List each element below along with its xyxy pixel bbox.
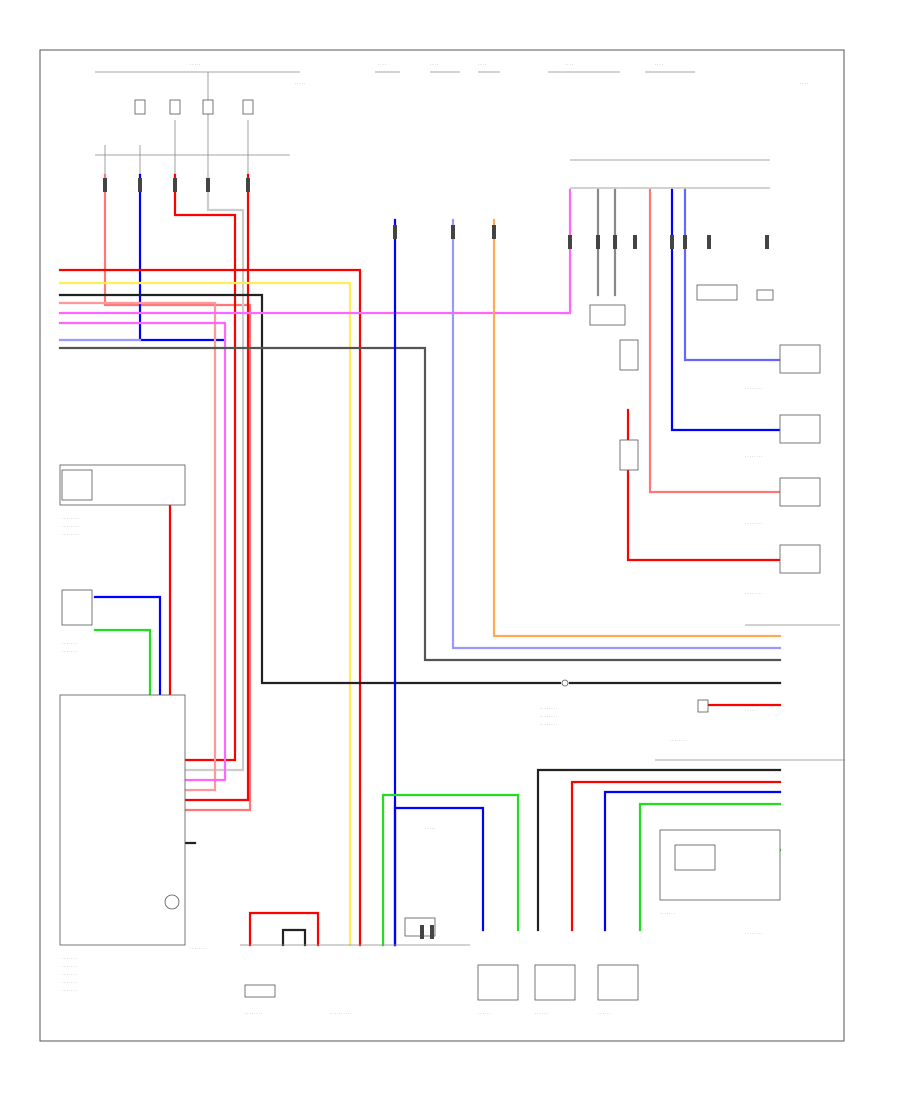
svg-text:·: · xyxy=(46,339,47,343)
wire-black-harness xyxy=(281,928,307,947)
svg-text:· · · · · ·: · · · · · · xyxy=(478,1012,491,1016)
svg-text:·: · xyxy=(46,312,47,316)
lower-mid-connector: · · · · · · · · · · · · · · · · · · · · … xyxy=(240,827,470,1016)
svg-text:·: · xyxy=(46,322,47,326)
svg-text:· · · · · · · ·: · · · · · · · · xyxy=(745,932,762,936)
switch-box-mid xyxy=(61,589,93,626)
svg-text:· · · · · · · ·: · · · · · · · · xyxy=(62,517,79,521)
mid-module: · · · · · · · · · · · · · · · · · · · · … xyxy=(540,679,845,761)
switch-icon xyxy=(779,344,821,374)
svg-text:· · · · · ·: · · · · · · xyxy=(535,1012,548,1016)
svg-text:· · · · · · · ·: · · · · · · · · xyxy=(62,533,79,537)
svg-text:· · · · · · ·: · · · · · · · xyxy=(62,957,77,961)
svg-text:· · · · · · · ·: · · · · · · · · xyxy=(62,525,79,529)
svg-text:· · · · · · ·: · · · · · · · xyxy=(62,973,77,977)
lower-right-motors: · · · · · · · · · · · · · · · · · · · · … xyxy=(477,829,781,1016)
connector-icon xyxy=(619,339,639,371)
svg-text:· · · ·: · · · · xyxy=(378,63,386,67)
wire-black-lr xyxy=(536,768,782,932)
svg-text:· · · · · · · ·: · · · · · · · · xyxy=(745,522,762,526)
svg-text:· · · · ·: · · · · · xyxy=(190,63,200,67)
svg-text:· · · · · · · ·: · · · · · · · · xyxy=(190,947,207,951)
svg-text:· · · ·: · · · · xyxy=(800,82,808,86)
svg-text:· · · · · · · ·: · · · · · · · · xyxy=(540,707,557,711)
svg-text:·: · xyxy=(46,294,47,298)
wire-red-harness xyxy=(248,911,320,947)
svg-text:·: · xyxy=(46,269,47,273)
diagram-border xyxy=(39,49,845,1042)
svg-text:· · · · · ·: · · · · · · xyxy=(598,1012,611,1016)
motor-icon xyxy=(164,894,180,910)
svg-text:· · · · · · ·: · · · · · · · xyxy=(62,642,77,646)
wire-blue-lr xyxy=(603,790,782,932)
top-fuse-area: · · · · · · · · · · · · · · · · · · · · … xyxy=(95,63,808,189)
svg-text:· · · · · · ·: · · · · · · · xyxy=(660,912,675,916)
wire-blue-harness xyxy=(393,806,485,947)
connector-ticks xyxy=(103,178,769,249)
right-switches: · · · · · · · · · · · · · · · · · · · · … xyxy=(589,284,840,626)
svg-text:· · · · · · ·: · · · · · · · xyxy=(62,650,77,654)
svg-text:· · · ·: · · · · xyxy=(478,63,486,67)
wire-black-h xyxy=(58,293,562,685)
svg-text:· · · · · · · ·: · · · · · · · · xyxy=(745,387,762,391)
svg-text:· · · ·: · · · · xyxy=(430,63,438,67)
svg-text:· · · · · · ·: · · · · · · · xyxy=(62,981,77,985)
svg-text:· · · · ·: · · · · · xyxy=(295,82,305,86)
wire-yellow-h xyxy=(58,281,352,947)
wire-lightblue-right xyxy=(683,188,782,362)
svg-text:· · · · ·: · · · · · xyxy=(425,827,435,831)
left-pin-marks: · · · · · · · · xyxy=(46,269,47,351)
svg-text:· · · ·: · · · · xyxy=(655,63,663,67)
svg-text:· · · ·: · · · · xyxy=(565,63,573,67)
control-module-left xyxy=(59,694,186,946)
svg-text:· · · · · · · ·: · · · · · · · · xyxy=(670,739,687,743)
wire-blue-1 xyxy=(138,173,227,342)
top-left-fuses xyxy=(104,72,254,190)
svg-text:·: · xyxy=(46,282,47,286)
svg-text:· · · · · · · ·: · · · · · · · · xyxy=(245,1012,262,1016)
wire-green-lr xyxy=(638,802,782,932)
wire-gray-1 xyxy=(93,173,245,772)
svg-text:· · · · · · · ·: · · · · · · · · xyxy=(745,592,762,596)
svg-text:·: · xyxy=(46,302,47,306)
svg-text:· · · · · · ·: · · · · · · · xyxy=(62,989,77,993)
wire-red-right xyxy=(648,188,782,494)
left-switch-assembly: · · · · · · · · · · · · · · · · · · · · … xyxy=(59,464,207,993)
wire-gray-h xyxy=(58,346,782,662)
ground-icon xyxy=(756,289,774,301)
wire-red-2 xyxy=(93,173,237,762)
wire-red-1 xyxy=(93,173,252,812)
svg-text:· · · · · · · ·: · · · · · · · · xyxy=(540,723,557,727)
svg-text:· · · · · · · · · ·: · · · · · · · · · · xyxy=(330,1012,352,1016)
svg-text:· · · · · · · ·: · · · · · · · · xyxy=(745,455,762,459)
svg-text:· · · · · ·: · · · · · · xyxy=(745,709,758,713)
wire-pink-h xyxy=(58,188,572,315)
wire-red-lr xyxy=(570,780,782,932)
wire-red-h xyxy=(58,268,362,947)
wire-lightblue-mid xyxy=(451,218,782,650)
svg-text:·: · xyxy=(46,347,47,351)
wire-green-harness xyxy=(381,793,520,947)
svg-text:· · · · · · · ·: · · · · · · · · xyxy=(540,715,557,719)
lamp-icon xyxy=(477,964,519,1001)
wires xyxy=(58,173,782,947)
wire-orange-mid xyxy=(492,218,782,638)
svg-text:· · · · · · ·: · · · · · · · xyxy=(62,965,77,969)
wire-blue-right xyxy=(670,188,782,432)
